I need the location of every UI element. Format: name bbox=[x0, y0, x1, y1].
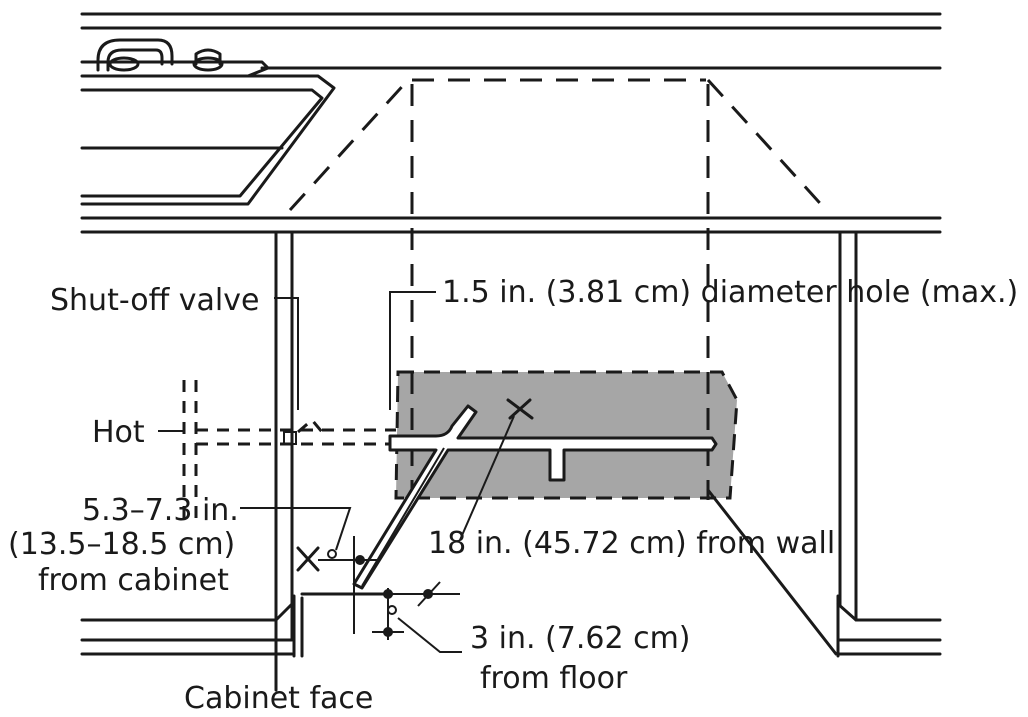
hot-label: Hot bbox=[92, 415, 145, 450]
floor-distance-line-1: 3 in. (7.62 cm) bbox=[470, 621, 691, 656]
hole-label: 1.5 in. (3.81 cm) diameter hole (max.) bbox=[442, 275, 1018, 310]
leaders bbox=[158, 291, 515, 690]
cabinet-distance-line-3: from cabinet bbox=[38, 563, 229, 598]
wall-x-mark bbox=[506, 398, 534, 420]
cabinet-dim-marker bbox=[318, 536, 380, 634]
install-zone bbox=[394, 370, 739, 500]
countertop bbox=[80, 12, 942, 234]
dishwasher-outline bbox=[288, 78, 830, 500]
sink bbox=[80, 60, 336, 206]
floor-dim-marker bbox=[372, 581, 460, 640]
cabinet-distance-line-1: 5.3–7.3 in. bbox=[82, 493, 239, 528]
wall-distance-label: 18 in. (45.72 cm) from wall bbox=[428, 526, 835, 561]
floor-distance-line-2: from floor bbox=[480, 661, 628, 696]
faucet-icon bbox=[96, 38, 224, 72]
cabinet-distance-line-2: (13.5–18.5 cm) bbox=[8, 527, 235, 562]
hot-water-line bbox=[182, 380, 396, 520]
cabinet-right bbox=[836, 230, 942, 658]
cabinet-face-label: Cabinet face bbox=[184, 681, 373, 716]
shutoff-valve-label: Shut-off valve bbox=[50, 283, 259, 318]
supply-pipe bbox=[352, 404, 718, 590]
cabinet-x-mark bbox=[296, 546, 320, 572]
